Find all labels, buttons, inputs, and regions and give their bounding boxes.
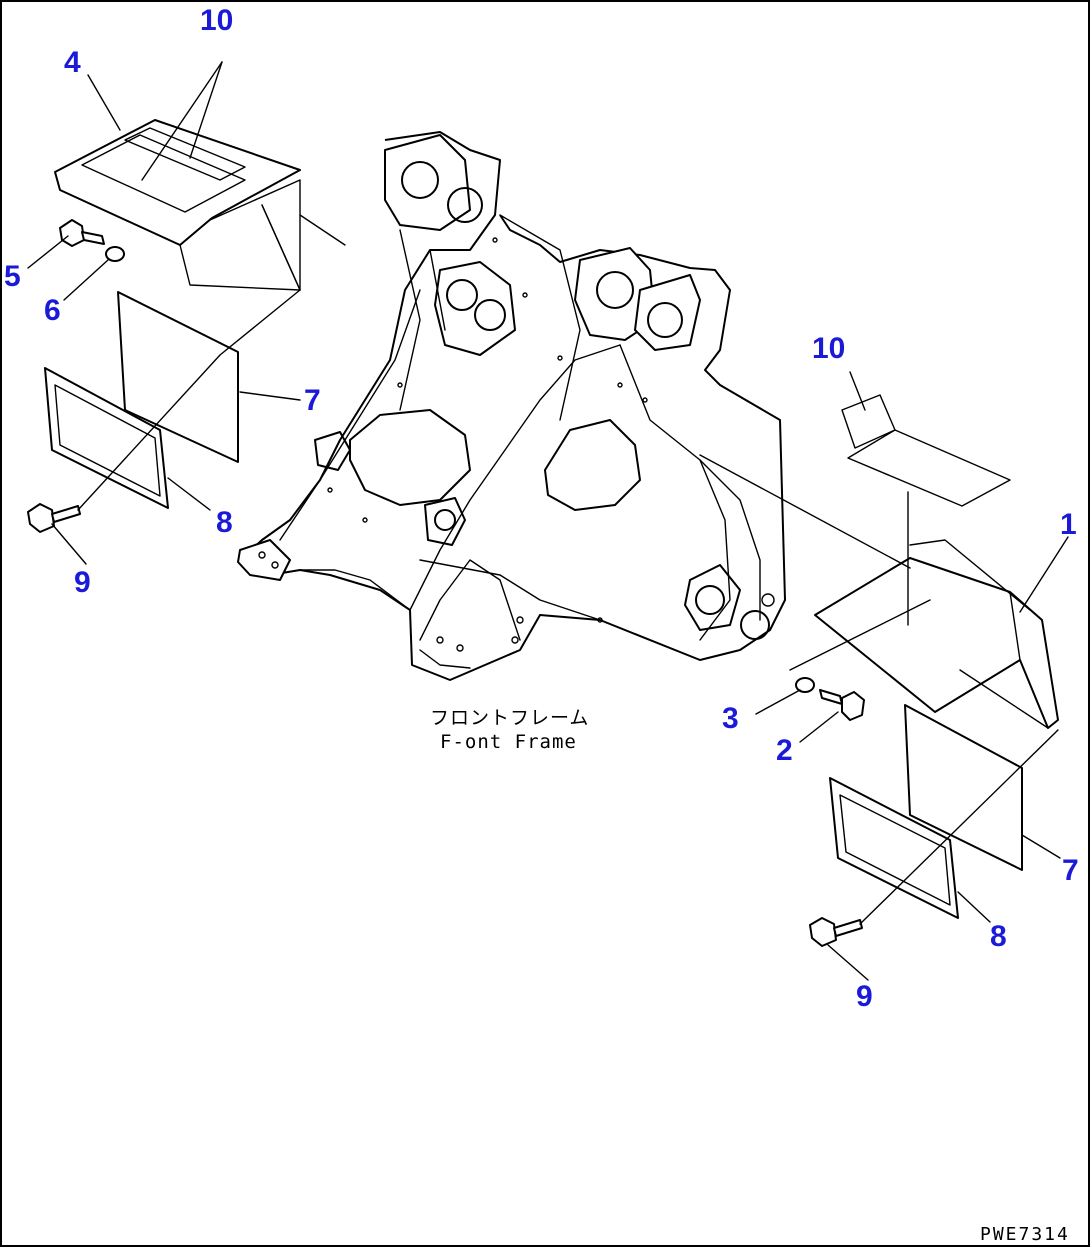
washer-right-3 [795, 677, 815, 693]
callout-right-10: 10 [812, 332, 845, 365]
mudflap-right [904, 704, 1023, 871]
callout-left-6: 6 [44, 294, 61, 327]
callout-left-10: 10 [200, 4, 233, 37]
callout-right-7: 7 [1062, 854, 1079, 887]
caption-japanese: フロントフレーム [430, 707, 589, 729]
callout-left-8: 8 [216, 506, 233, 539]
decal-right-b [841, 394, 896, 449]
callout-leaders [27, 61, 1069, 981]
bolt-left-5 [59, 219, 105, 247]
washer-left-6 [105, 246, 125, 262]
callout-left-4: 4 [64, 46, 81, 79]
callout-left-7: 7 [304, 384, 321, 417]
callout-left-9: 9 [74, 566, 91, 599]
callout-right-3: 3 [722, 702, 739, 735]
left-fender-assembly [27, 119, 346, 533]
bolt-left-9 [27, 503, 81, 533]
callout-right-8: 8 [990, 920, 1007, 953]
decal-right-a [847, 429, 1011, 507]
right-fender-assembly [699, 394, 1059, 947]
fender-right [814, 557, 1059, 729]
mudflap-left [117, 291, 239, 463]
callout-numbers: 10 4 5 6 7 8 9 10 1 3 2 7 8 9 [4, 4, 1079, 1013]
caption-english: F-ont Frame [440, 731, 577, 753]
decal-left-a [81, 134, 246, 213]
bolt-right-2 [819, 689, 865, 721]
drawing-code: PWE7314 [980, 1224, 1070, 1245]
callout-right-2: 2 [776, 734, 793, 767]
retainer-plate-left [44, 367, 169, 509]
decal-left-b [124, 127, 246, 181]
callout-left-5: 5 [4, 260, 21, 293]
front-frame [237, 131, 786, 681]
callout-right-1: 1 [1060, 508, 1077, 541]
callout-right-9: 9 [856, 980, 873, 1013]
bolt-right-9 [809, 917, 863, 947]
retainer-plate-right [829, 777, 959, 919]
